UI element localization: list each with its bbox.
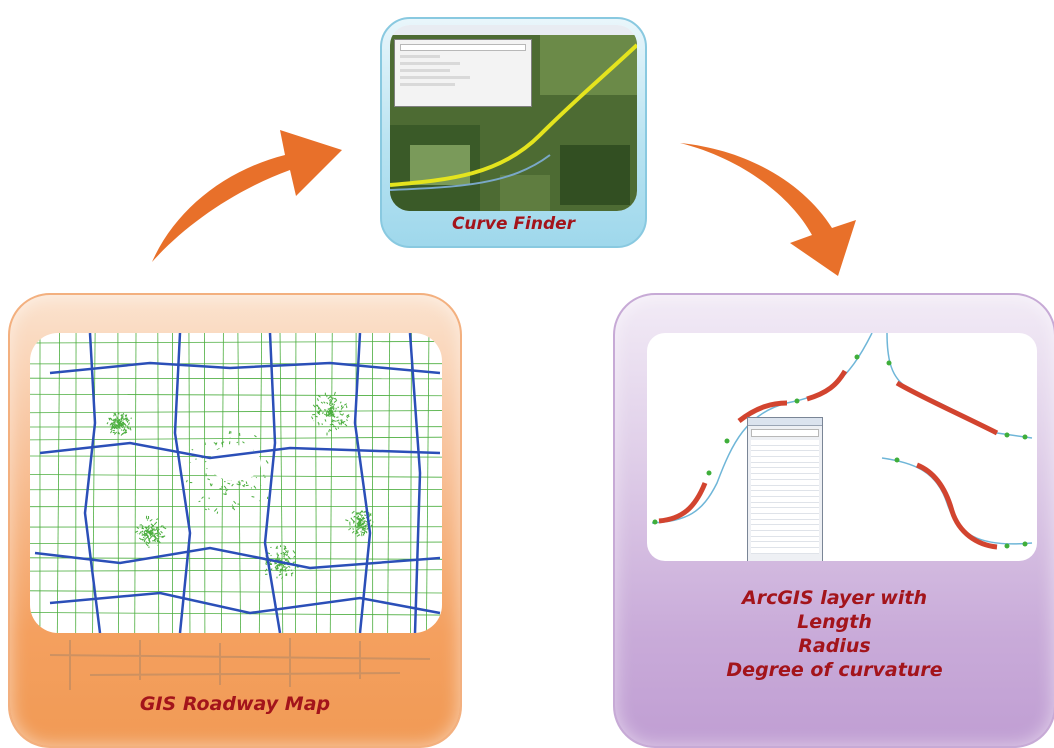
arcgis-layer-panel: ArcGIS layer with Length Radius Degree o…: [613, 293, 1054, 748]
curve-finder-screenshot: [390, 25, 637, 211]
gis-roadway-map-image: [30, 333, 442, 633]
arcgis-label-line-4: Degree of curvature: [615, 658, 1054, 682]
road-network: [30, 333, 442, 633]
map-reflection: [30, 635, 442, 695]
gis-roadway-map-label: GIS Roadway Map: [10, 693, 460, 715]
curve-segments: [647, 333, 1037, 561]
arcgis-label-line-1: ArcGIS layer with: [615, 586, 1054, 610]
arcgis-layer-image: [647, 333, 1037, 561]
arcgis-label-line-3: Radius: [615, 634, 1054, 658]
arcgis-layer-label: ArcGIS layer with Length Radius Degree o…: [615, 586, 1054, 682]
gis-roadway-map-panel: GIS Roadway Map: [8, 293, 462, 748]
curve-finder-label: Curve Finder: [382, 214, 645, 234]
identify-dialog: [747, 417, 823, 561]
curve-finder-dialog: [394, 39, 532, 107]
curve-finder-panel: Curve Finder: [380, 17, 647, 248]
arcgis-label-line-2: Length: [615, 610, 1054, 634]
